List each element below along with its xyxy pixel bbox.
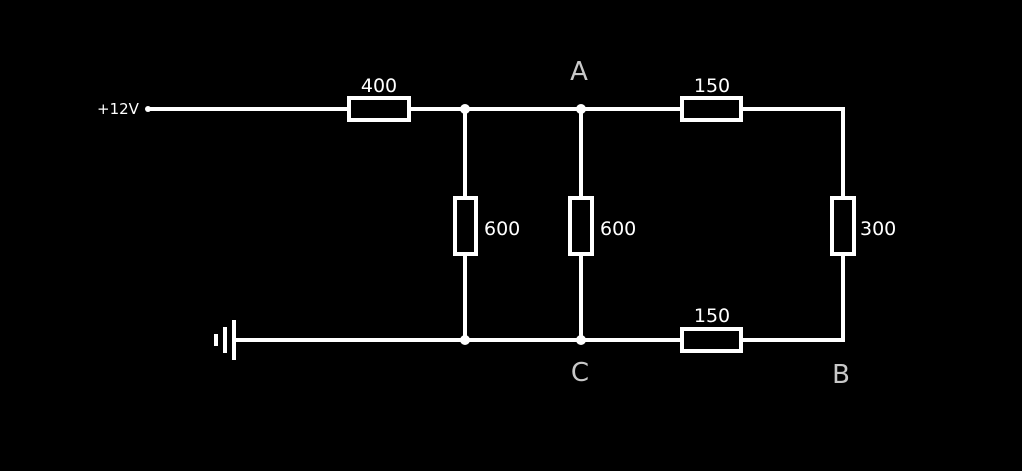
ground-icon	[214, 320, 236, 360]
node-label-c: C	[571, 358, 589, 388]
junction-dot	[576, 104, 586, 114]
resistor-400-value: 400	[361, 75, 397, 97]
resistor-300-value: 300	[860, 218, 896, 240]
source-voltage-label: +12V	[97, 100, 140, 118]
junction-dot	[460, 104, 470, 114]
resistor-600-left	[453, 196, 478, 256]
junction-dot	[460, 335, 470, 345]
node-label-a: A	[570, 57, 588, 87]
resistor-150-top-value: 150	[694, 75, 730, 97]
wires	[148, 107, 845, 342]
resistor-600-mid-value: 600	[600, 218, 636, 240]
resistor-300	[830, 196, 856, 256]
resistor-150-bottom-value: 150	[694, 305, 730, 327]
resistor-600-mid	[568, 196, 594, 256]
junction-dot	[145, 106, 151, 112]
resistor-150-top	[680, 96, 743, 122]
resistor-400	[347, 96, 411, 122]
junction-dot	[576, 335, 586, 345]
node-label-b: B	[832, 360, 850, 390]
resistor-150-bottom	[680, 327, 743, 353]
resistor-600-left-value: 600	[484, 218, 520, 240]
